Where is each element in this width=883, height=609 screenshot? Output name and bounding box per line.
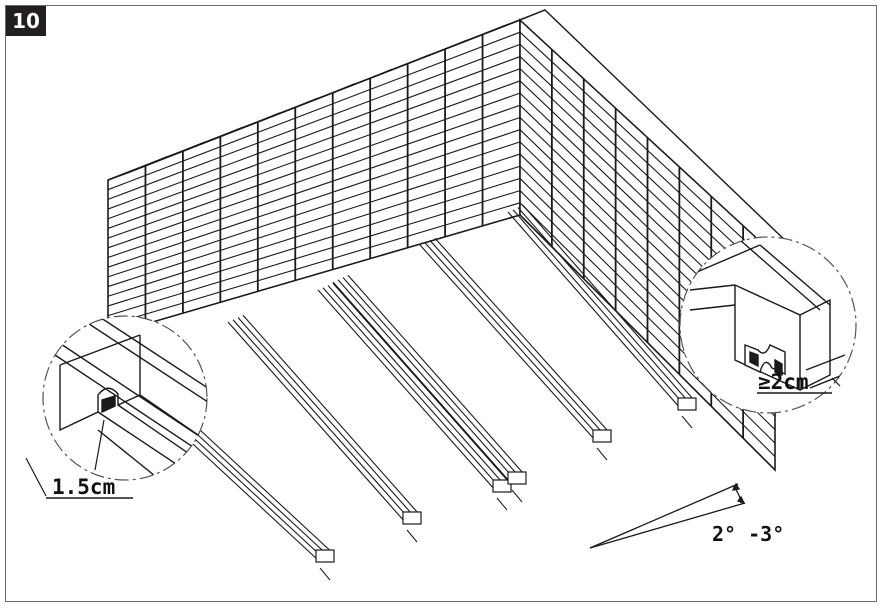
spacing-dimension: 1.5cm	[25, 457, 133, 499]
spacing-label: 1.5cm	[52, 475, 115, 499]
left-detail-magnifier	[42, 315, 208, 481]
gap-min-dimension: ≥2cm	[757, 370, 832, 394]
gap-min-label: ≥2cm	[758, 370, 809, 394]
step-number-badge: 10	[6, 6, 46, 36]
back-brick-wall	[107, 9, 546, 337]
slope-label: 2° -3°	[712, 522, 784, 546]
figure-frame	[5, 5, 877, 602]
slope-indicator	[589, 482, 746, 549]
